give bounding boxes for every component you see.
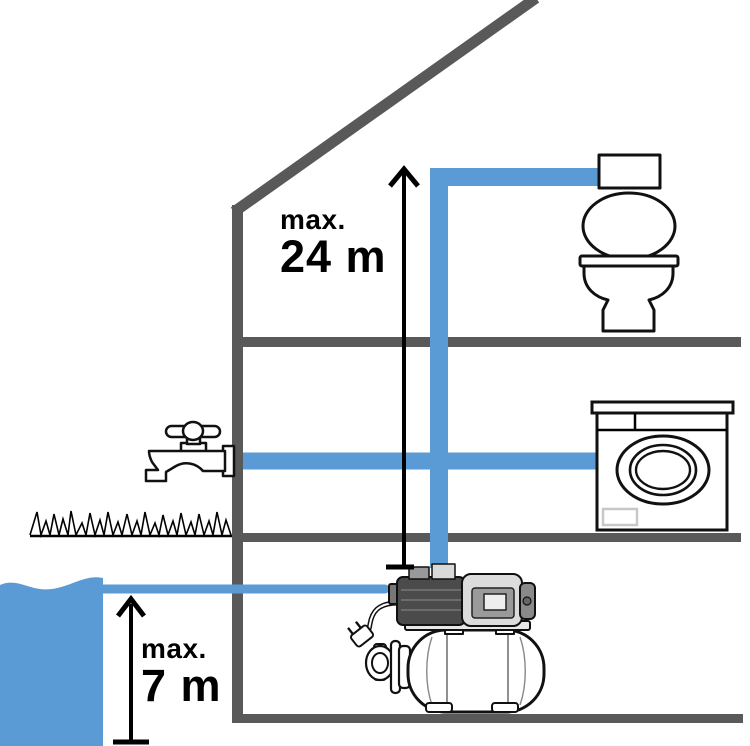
motor-label-window bbox=[483, 593, 507, 611]
pump-filler-cap bbox=[408, 566, 430, 580]
toilet-icon bbox=[578, 153, 680, 333]
house-roof bbox=[230, 0, 540, 217]
suction-depth-value: 7 m bbox=[141, 660, 222, 711]
delivery-height-qualifier: max. bbox=[280, 204, 346, 235]
motor-fan-hub bbox=[522, 596, 532, 606]
grass-icon bbox=[29, 510, 232, 539]
outdoor-tap-icon bbox=[144, 420, 236, 483]
delivery-riser-pipe bbox=[430, 168, 604, 568]
toilet-bowl bbox=[582, 264, 675, 333]
basement-floor-line bbox=[232, 714, 743, 723]
grass-blades bbox=[29, 510, 232, 539]
delivery-height-label: max. 24 m bbox=[280, 206, 387, 281]
water-source-basin bbox=[0, 577, 103, 746]
pump-housing bbox=[396, 576, 466, 626]
arrow-up-icon bbox=[116, 594, 146, 618]
power-plug-icon bbox=[347, 620, 374, 648]
upper-floor-line bbox=[243, 337, 741, 347]
tank-shading-left bbox=[426, 636, 433, 706]
tap-handle-knob bbox=[181, 420, 205, 442]
tank-foot-right bbox=[491, 702, 519, 713]
washer-kick-vent bbox=[601, 507, 639, 527]
pressure-tank bbox=[406, 628, 546, 714]
tank-foot-left bbox=[425, 702, 453, 713]
house-outline-icon bbox=[230, 0, 743, 723]
delivery-height-value: 24 m bbox=[280, 231, 387, 282]
pump-outlet-port bbox=[431, 563, 456, 580]
suction-depth-qualifier: max. bbox=[141, 633, 207, 664]
tank-shading-right bbox=[519, 636, 526, 706]
toilet-lid bbox=[581, 191, 677, 261]
suction-depth-arrow bbox=[113, 594, 149, 745]
washer-door-glass bbox=[634, 449, 692, 491]
pressure-tank-pump-icon bbox=[347, 563, 546, 714]
arrow-up-icon bbox=[388, 165, 420, 188]
pump-connector-core bbox=[371, 652, 389, 674]
washing-machine-icon bbox=[590, 400, 735, 532]
tap-body-spout bbox=[144, 449, 227, 483]
delivery-height-arrow bbox=[386, 165, 420, 570]
suction-depth-label: max. 7 m bbox=[141, 635, 222, 710]
toilet-cistern bbox=[597, 153, 662, 190]
washer-worktop bbox=[590, 400, 735, 415]
house-left-wall bbox=[232, 205, 243, 723]
ground-floor-line bbox=[243, 533, 741, 542]
water-pipes bbox=[95, 168, 604, 594]
